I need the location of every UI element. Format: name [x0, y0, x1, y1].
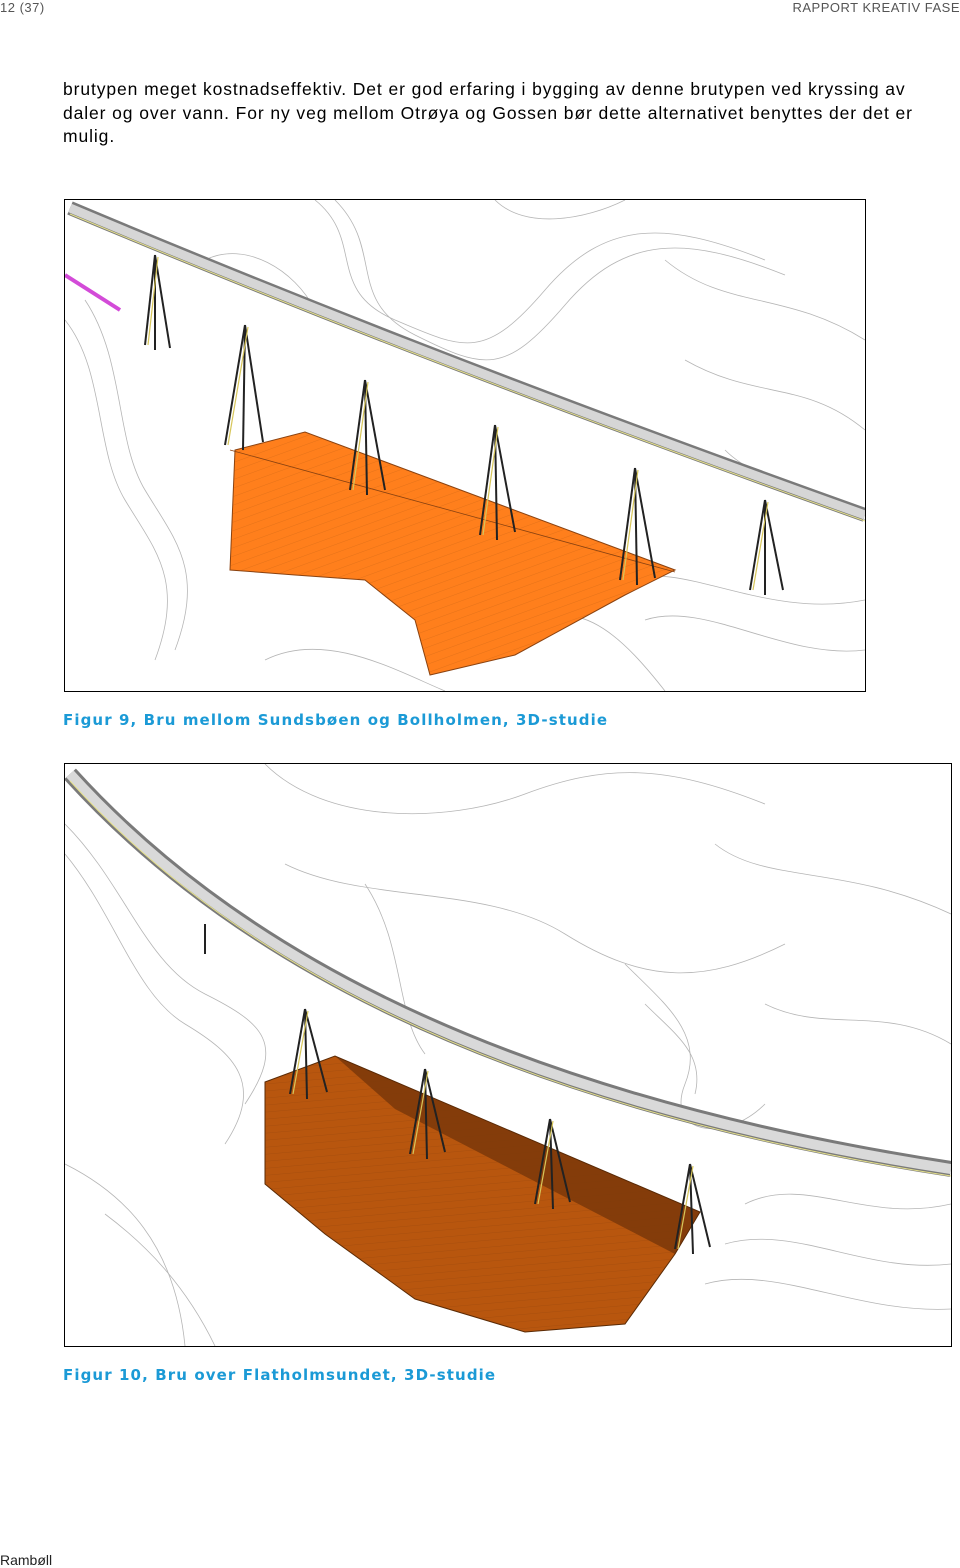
figure-10-caption: Figur 10, Bru over Flatholmsundet, 3D-st…	[63, 1366, 497, 1384]
body-paragraph: brutypen meget kostnadseffektiv. Det er …	[63, 79, 913, 146]
footer-company: Rambøll	[0, 1552, 53, 1568]
figure-10-bridge-render	[64, 763, 952, 1347]
page-number: 12 (37)	[0, 0, 45, 15]
report-title: RAPPORT KREATIV FASE	[792, 0, 960, 15]
figure-10-illustration	[65, 764, 951, 1346]
figure-9-bridge-render	[64, 199, 866, 692]
figure-9-caption: Figur 9, Bru mellom Sundsbøen og Bollhol…	[63, 711, 609, 729]
figure-9-illustration	[65, 200, 865, 691]
